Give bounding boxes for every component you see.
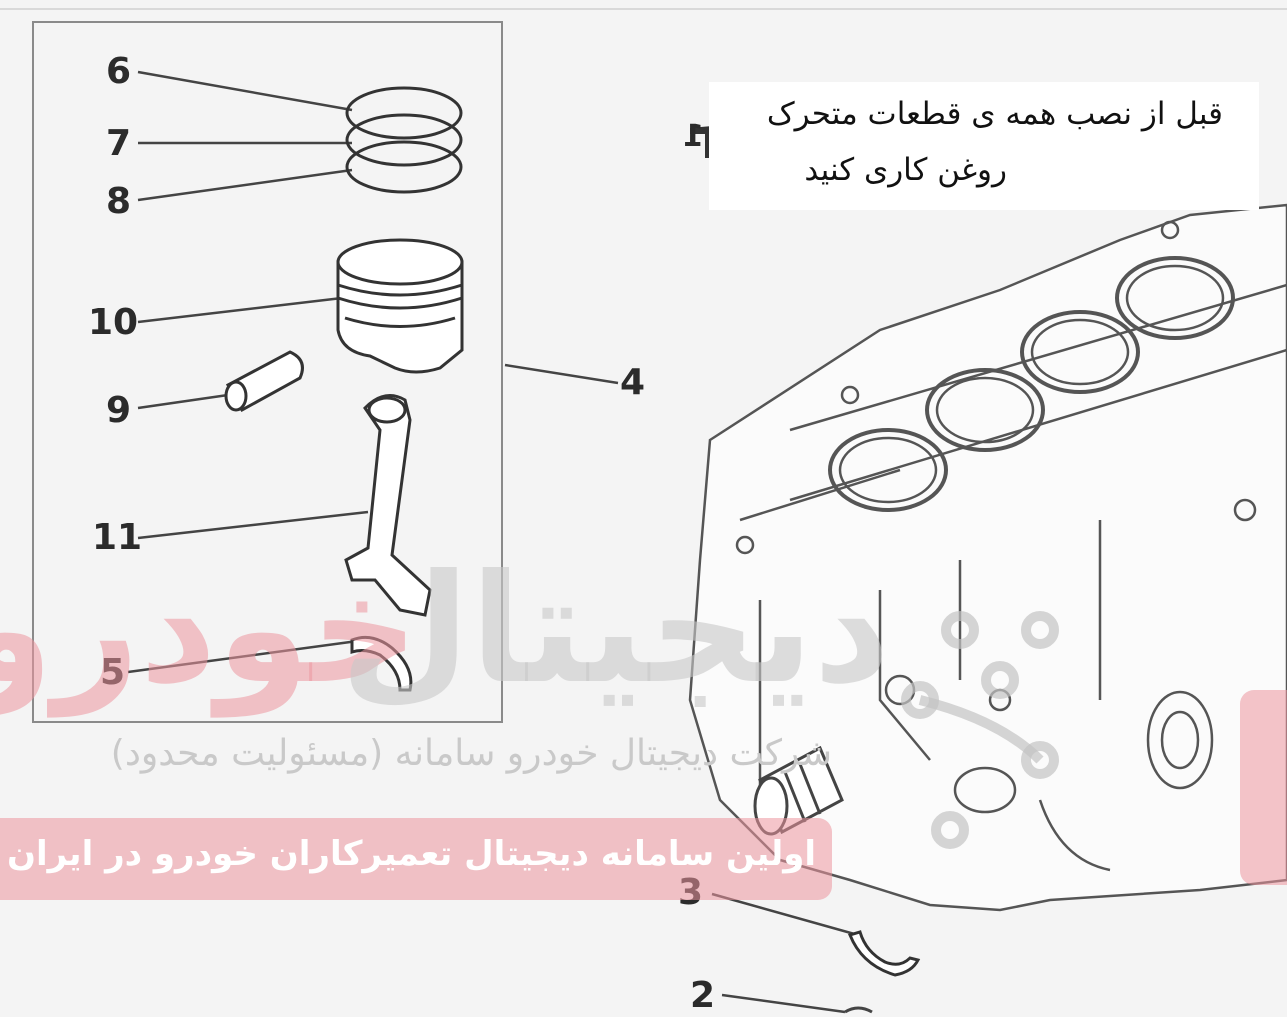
watermark-car-shape [1240,690,1287,885]
part-label-1: 1 [683,119,704,154]
leader-line-3 [711,892,859,937]
instruction-note-line-2: روغن کاری کنید [804,152,1007,188]
part-label-9: 9 [106,390,132,431]
bolt-part-2 [844,1006,873,1014]
bearing-shell-5 [350,635,413,692]
part-label-10: 10 [88,302,139,343]
watermark-slogan: اولین سامانه دیجیتال تعمیرکاران خودرو در… [6,834,816,874]
piston-10 [336,238,464,374]
instruction-note-box: قبل از نصب همه ی قطعات متحرک روغن کاری ک… [709,82,1259,210]
watermark-company-name: شرکت دیجیتال خودرو سامانه (مسئولیت محدود… [110,733,832,774]
part-label-11: 11 [92,517,143,558]
leader-line-9 [137,393,229,410]
piston-pin-9 [224,350,304,413]
part-label-6: 6 [106,51,132,92]
watermark-slogan-band: اولین سامانه دیجیتال تعمیرکاران خودرو در… [0,818,832,900]
leader-line-8 [137,168,353,202]
piston-ring-8 [345,140,463,194]
part-label-8: 8 [106,181,132,222]
piston-ring-6 [345,86,463,140]
bearing-shell-3 [847,930,921,977]
watermark-car-icon [901,611,1059,849]
leader-line-5 [127,638,366,674]
leader-line-2 [721,993,846,1014]
piston-ring-7 [345,113,463,167]
engine-block [688,203,1287,912]
part-label-4: 4 [620,362,646,403]
leader-line-10 [137,296,343,324]
leader-line-11 [137,510,369,540]
watermark-logo-gray: دیجیتال [340,543,891,717]
watermark-logo-pink: خودرو [0,543,419,717]
instruction-note-line-1: قبل از نصب همه ی قطعات متحرک [766,96,1223,132]
connecting-rod-11 [344,394,432,617]
part-label-5: 5 [100,652,126,693]
leader-line-6 [137,70,353,112]
piston-assembly-frame [32,21,503,723]
part-label-7: 7 [106,123,132,164]
partial-part-1 [690,126,712,158]
leader-line-4 [504,363,619,385]
top-divider [0,8,1287,10]
part-label-2: 2 [690,975,716,1016]
